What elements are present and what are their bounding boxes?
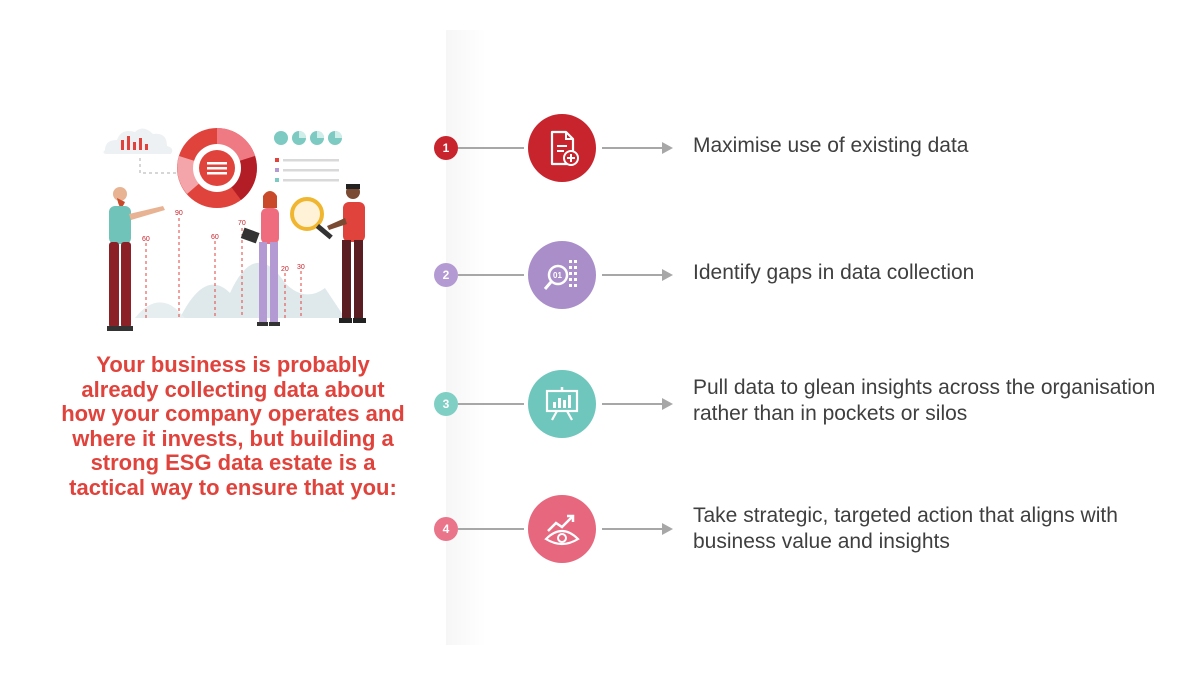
connector-line <box>458 147 524 149</box>
arrow-head-icon <box>662 398 673 410</box>
intro-text: Your business is probably already collec… <box>61 352 405 500</box>
arrow-line <box>602 403 664 405</box>
presentation-chart-icon <box>545 387 579 421</box>
connector-line <box>458 403 524 405</box>
chart-label: 60 <box>211 234 219 241</box>
step-number-badge: 3 <box>434 392 458 416</box>
arrow-head-icon <box>662 269 673 281</box>
svg-text:01: 01 <box>553 271 562 280</box>
chart-label: 20 <box>281 266 289 273</box>
step-1: 1 Maximise use of existing data <box>0 108 1200 188</box>
step-icon-circle <box>528 114 596 182</box>
step-icon-circle: 01 <box>528 241 596 309</box>
step-4: 4 Take strategic, targeted action that a… <box>0 489 1200 569</box>
step-number-badge: 2 <box>434 263 458 287</box>
step-text: Take strategic, targeted action that ali… <box>693 504 1118 553</box>
arrow-line <box>602 274 664 276</box>
step-icon-circle <box>528 495 596 563</box>
data-search-icon: 01 <box>543 260 577 290</box>
step-2: 2 01 Identify gaps in data collection <box>0 235 1200 315</box>
chart-label: 30 <box>297 264 305 271</box>
step-number-badge: 1 <box>434 136 458 160</box>
step-3: 3 Pull data to glean insights across the… <box>0 363 1200 443</box>
step-number-badge: 4 <box>434 517 458 541</box>
step-icon-circle <box>528 370 596 438</box>
step-text: Pull data to glean insights across the o… <box>693 376 1156 425</box>
step-text: Maximise use of existing data <box>693 134 969 157</box>
arrow-head-icon <box>662 523 673 535</box>
arrow-line <box>602 528 664 530</box>
chart-label: 90 <box>175 210 183 217</box>
target-growth-icon <box>544 514 580 546</box>
arrow-head-icon <box>662 142 673 154</box>
document-add-icon <box>550 130 579 166</box>
chart-label: 70 <box>238 220 246 227</box>
step-text: Identify gaps in data collection <box>693 261 975 284</box>
arrow-line <box>602 147 664 149</box>
connector-line <box>458 274 524 276</box>
data-analysis-illustration: 90 70 60 60 20 30 <box>95 118 385 338</box>
connector-line <box>458 528 524 530</box>
panel-divider-shadow <box>446 30 486 645</box>
chart-label: 60 <box>142 236 150 243</box>
